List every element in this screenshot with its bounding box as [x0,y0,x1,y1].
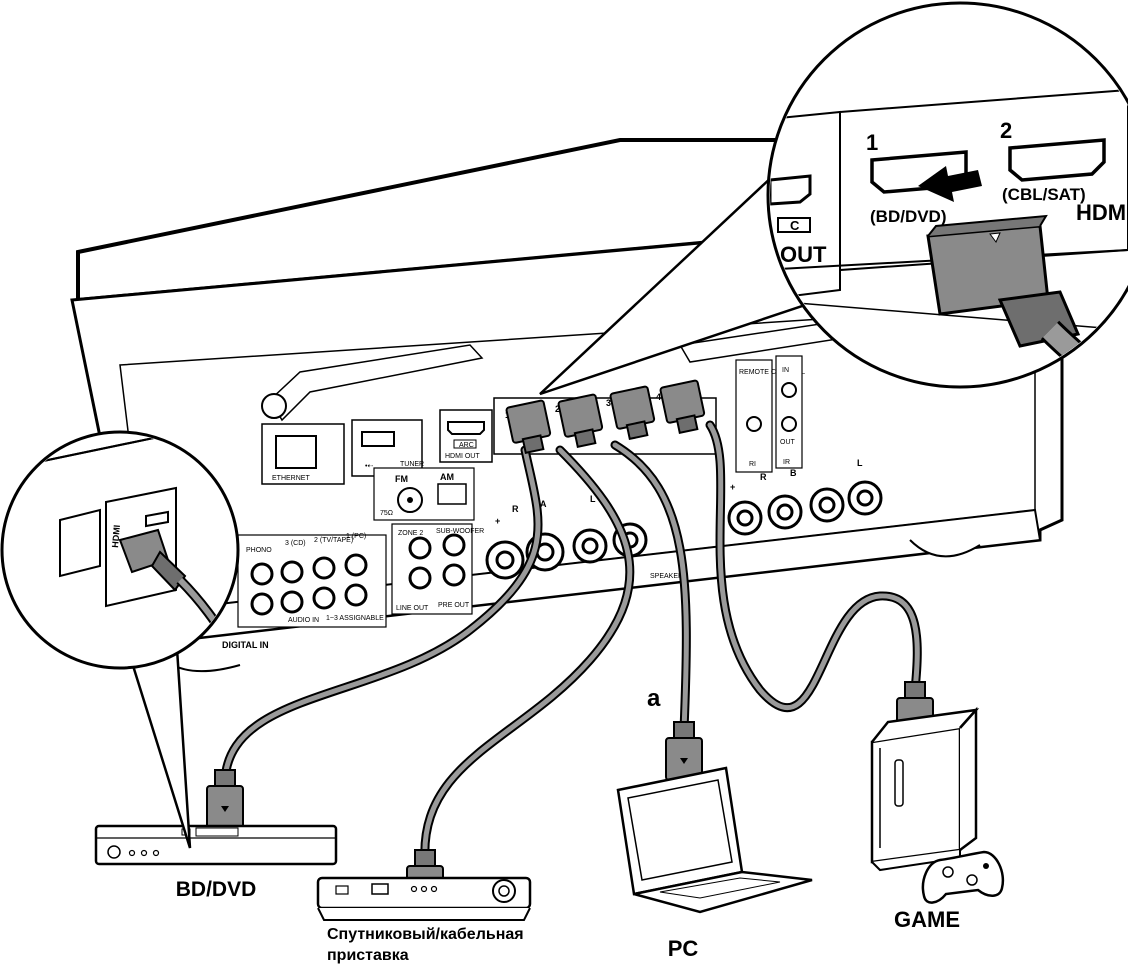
zoom-port1-number: 1 [866,130,878,155]
plug-bd-dvd [206,769,244,829]
am-label: AM [440,472,454,482]
ethernet-label: ETHERNET [272,475,310,482]
line-out-label: LINE OUT [396,605,429,612]
digital-in-label: DIGITAL IN [222,640,269,650]
subwoofer-label: SUB-WOOFER [436,528,484,535]
game-console [870,706,980,872]
bd-dvd-label: BD/DVD [176,878,257,901]
usb-label: •⇠ [365,463,373,470]
zoom-port1-label: (BD/DVD) [870,207,947,226]
audio-in-label: AUDIO IN [288,617,319,624]
fm-ohm-label: 75Ω [380,510,393,517]
laptop-pc [616,766,813,914]
ir-out-label: OUT [780,439,796,446]
speaker-a-label: A [540,499,547,509]
tv-tape-label: 2 (TV/TAPE) [314,537,353,544]
hdmi-plug-3 [609,385,656,441]
hdmi-out-label: HDMI OUT [445,453,480,460]
cable-a-label: a [647,685,661,712]
ir-label: IR [783,459,790,466]
speaker-b-r: R [760,472,767,482]
stb-label-line2: приставка [327,947,409,964]
device-end-plugs [206,681,934,909]
hdmi-plugs-in-receiver [505,379,706,455]
pc-label: PC [668,936,699,961]
speakers-label: SPEAKERS [650,573,688,580]
game-controller-icon [921,850,1005,904]
hdmi-cables [220,420,922,865]
tuner-label: TUNER [400,461,424,468]
hdmi-plug-2 [557,393,604,449]
zoom-port2-number: 2 [1000,118,1012,143]
pre-out-label: PRE OUT [438,602,470,609]
right-zoom-callout: C OUT 1 (BD/DVD) 2 (CBL/SAT) HDMI [539,1,1128,396]
set-top-box [316,876,532,921]
zoom-left-hdmi-text: HDMI [110,524,122,548]
zoom-right-partial-c: C [790,218,800,233]
zone2-label: ZONE 2 [398,530,423,537]
speaker-a-r: R [512,504,519,514]
speaker-a-l: L [590,494,596,504]
arc-label: ARC [459,442,474,449]
speaker-b-label: B [790,468,797,478]
fm-label: FM [395,474,408,484]
zoom-hdmi-section-label: HDMI [1076,200,1128,225]
stb-label-line1: Спутниковый/кабельная [327,926,524,943]
speaker-b-plus: + [730,482,735,492]
hdmi-in-4-label: 4 [656,392,661,402]
remote-control-label: REMOTE CONTROL [739,369,805,376]
phono-label: PHONO [246,547,272,554]
speaker-a-plus: + [495,516,500,526]
hdmi-plug-1 [505,399,552,455]
speaker-b-l: L [857,458,863,468]
cd-label: 3 (CD) [285,540,306,547]
left-zoom-callout: HDMI [0,430,240,849]
ri-label: RI [749,461,756,468]
ir-in-label: IN [782,367,789,374]
pc-in-label: 1 (PC) [346,533,366,540]
assignable-label: 1~3 ASSIGNABLE [326,615,384,622]
hdmi-plug-4 [659,379,706,435]
insert-arrow-icon [918,166,982,202]
game-label: GAME [894,907,960,932]
bd-dvd-player [94,824,338,866]
hdmi-in-2-label: 2 [555,404,560,414]
zoom-port2-label: (CBL/SAT) [1002,185,1086,204]
plug-pc [665,721,703,781]
zoom-right-out-label: OUT [780,242,827,267]
hdmi-in-3-label: 3 [606,398,611,408]
